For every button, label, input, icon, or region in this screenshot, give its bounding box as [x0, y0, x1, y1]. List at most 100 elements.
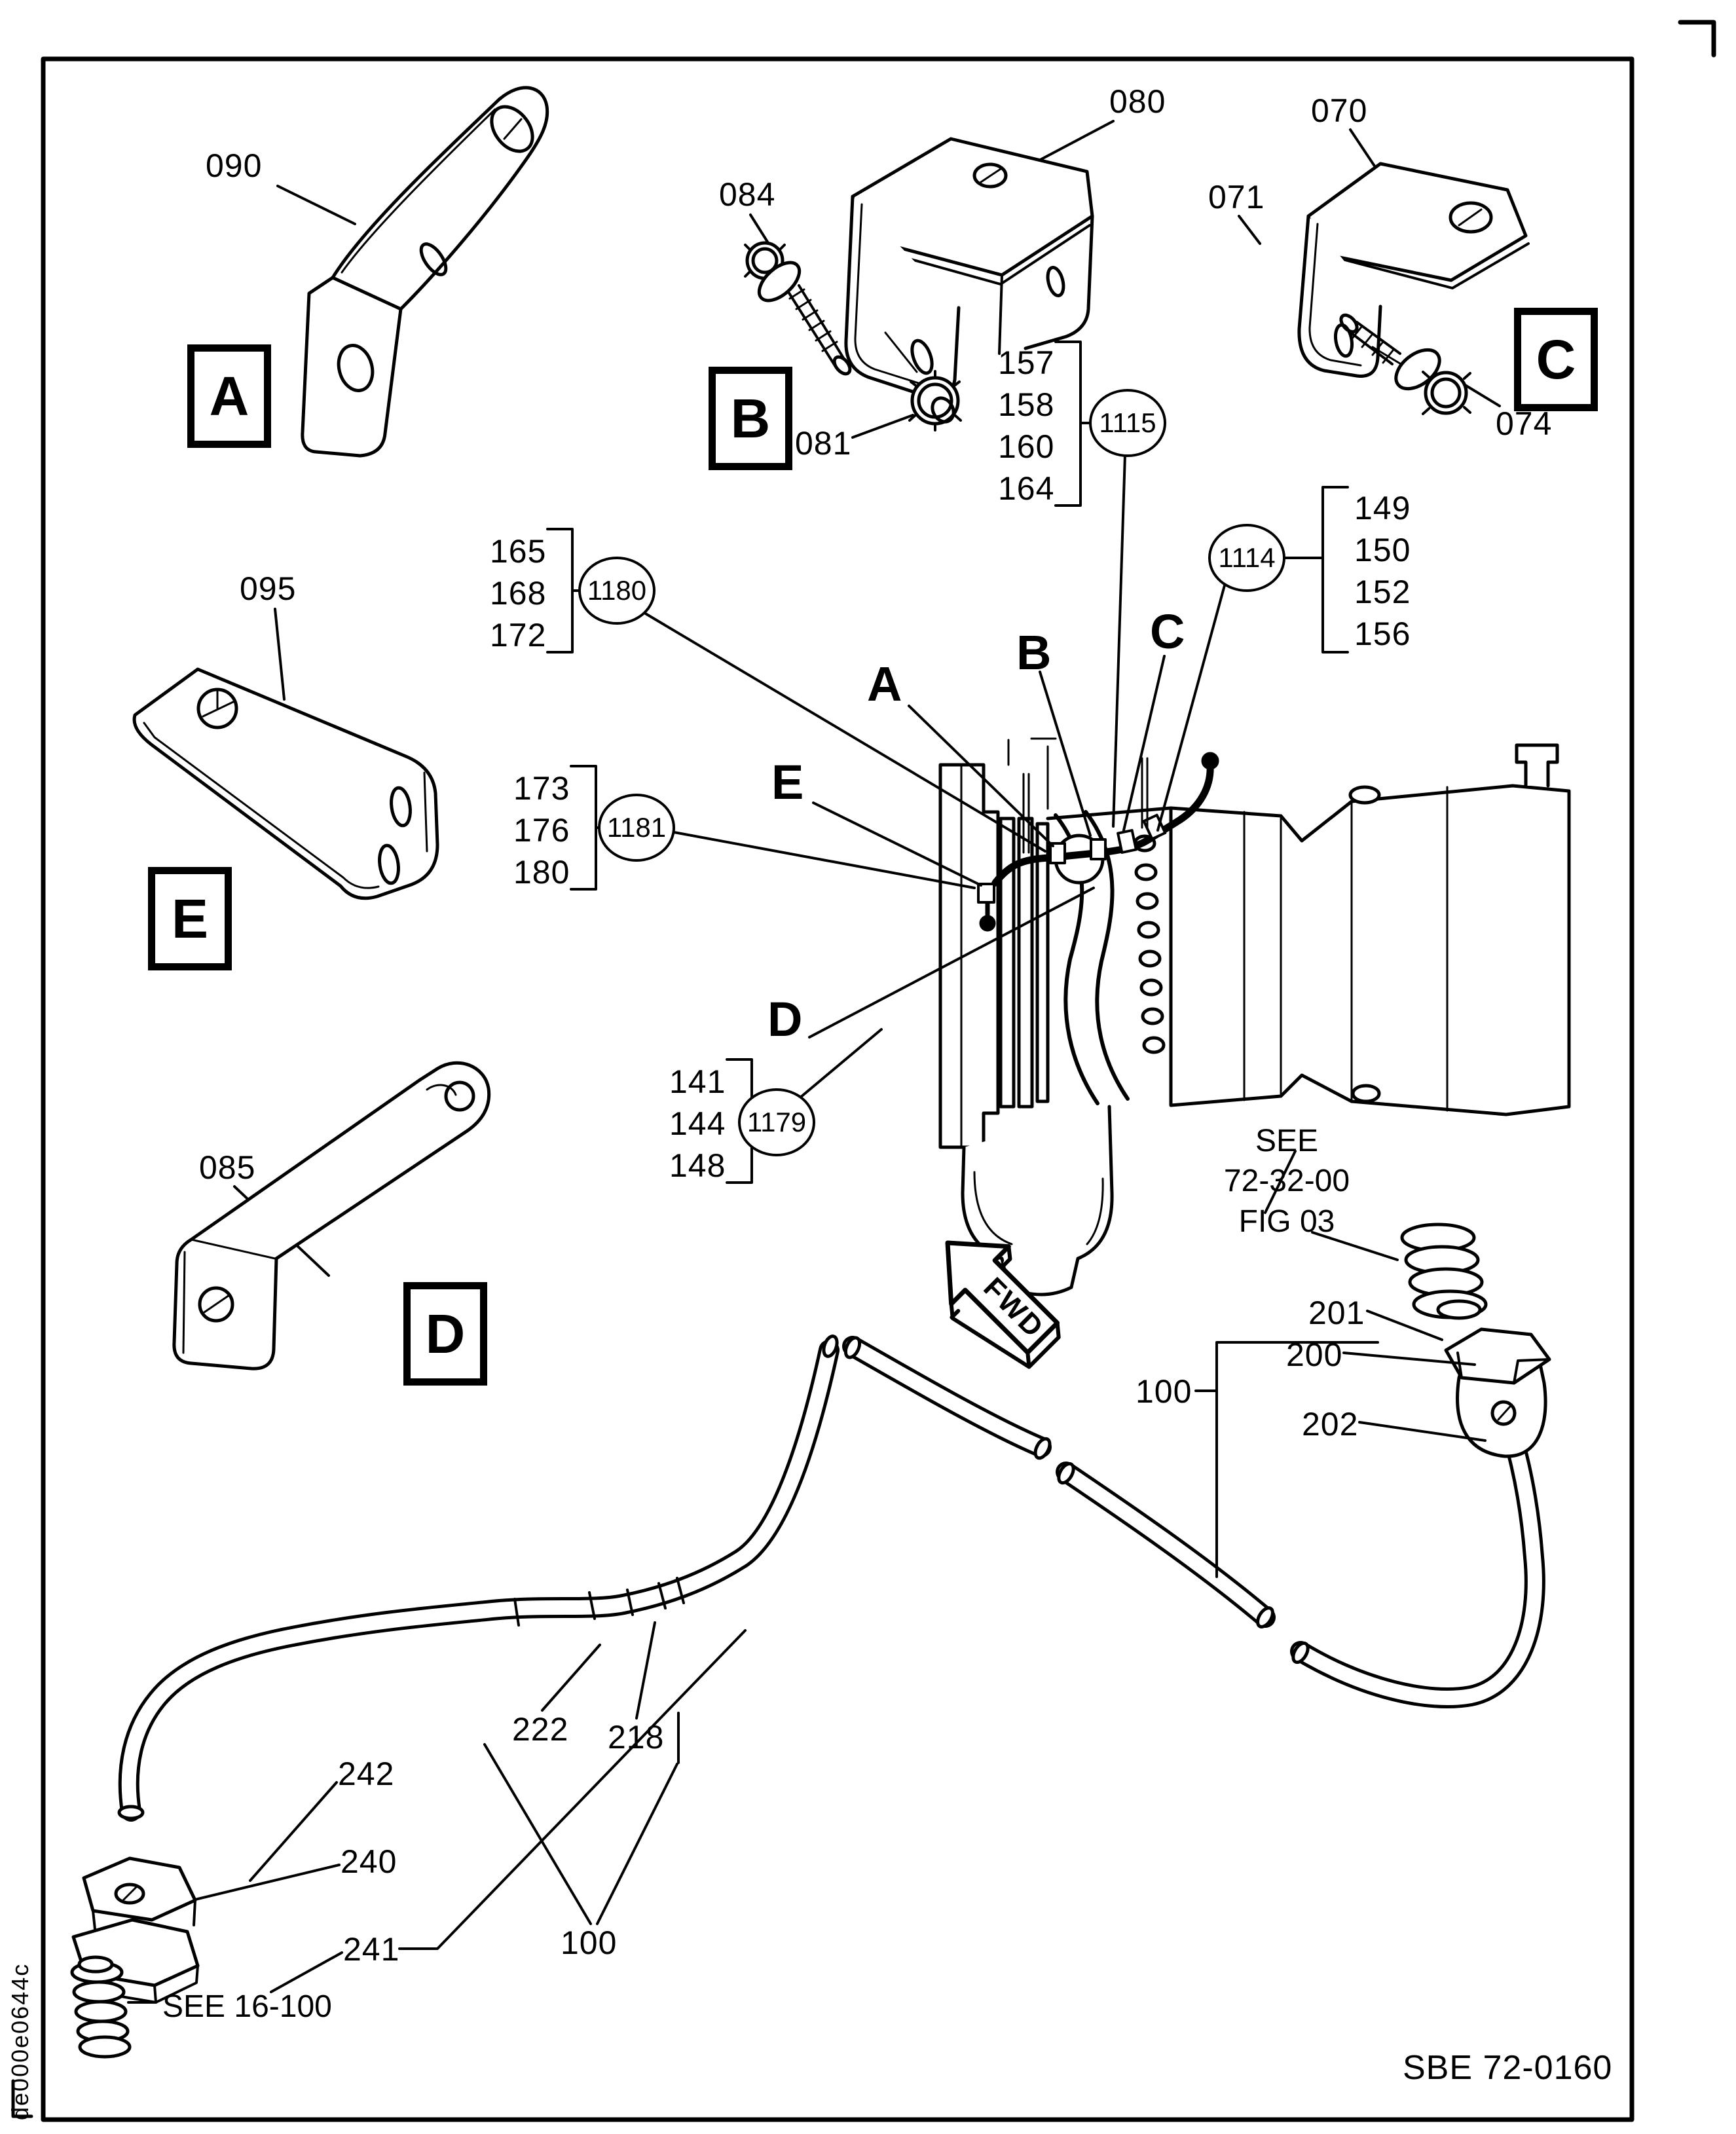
letter-leaders: [808, 655, 1166, 1039]
ref-letter-c: C: [1150, 604, 1185, 659]
bracket-1115: [1054, 340, 1094, 507]
detail-box-e: E: [148, 867, 232, 970]
leader-1180: [643, 612, 1046, 853]
part-label-074: 074: [1496, 405, 1553, 442]
stack-item: 173: [513, 770, 570, 807]
stack-item: 144: [669, 1105, 726, 1142]
leader-241: [270, 1951, 343, 1993]
see-fig-note: SEE 72-32-00 FIG 03: [1205, 1121, 1369, 1242]
stack-item: 160: [998, 428, 1055, 465]
callout-1181: 1181: [598, 794, 675, 862]
leader-letter-d: [808, 887, 1095, 1039]
leader-100-left-leg: [483, 1743, 592, 1925]
part-label-090: 090: [206, 147, 263, 184]
detail-box-d: D: [403, 1282, 487, 1386]
leader-202: [1358, 1421, 1487, 1442]
note-linework: [127, 1150, 1487, 2004]
tube-assembly-art: [118, 1334, 1545, 1822]
part-label-242: 242: [338, 1756, 395, 1792]
leader-241-tube: [398, 1629, 747, 1950]
leader-letter-a: [908, 705, 1054, 847]
part-label-240: 240: [341, 1843, 397, 1880]
part-label-084: 084: [719, 176, 776, 213]
bracket-100-right: [1194, 1341, 1379, 1578]
stack-item: 164: [998, 470, 1055, 507]
bracket-d-art: [172, 1061, 491, 1371]
leader-1115: [1112, 453, 1126, 828]
spring-art-top: [1400, 1223, 1488, 1320]
elbow-fitting-art: [71, 1805, 200, 2004]
spring-art-bottom: [70, 1955, 132, 2059]
leader-090: [276, 185, 356, 225]
stack-item: 165: [490, 533, 547, 570]
stack-1180: 165 168 172: [490, 530, 546, 656]
leader-218: [635, 1621, 656, 1720]
leader-100-right-leg: [596, 1763, 678, 1925]
detail-box-b: B: [709, 367, 792, 470]
callout-1179: 1179: [738, 1088, 815, 1156]
stack-1179: 141 144 148: [669, 1061, 726, 1187]
stack-1115: 157 158 160 164: [998, 342, 1054, 509]
stack-item: 141: [669, 1063, 726, 1100]
leader-1179: [799, 1028, 883, 1099]
tube-seg1-outer: [118, 1340, 840, 1822]
part-label-085: 085: [199, 1149, 256, 1186]
stack-item: 172: [490, 617, 547, 653]
stack-item: 150: [1354, 532, 1411, 568]
drain-tube-cluster-art: [977, 752, 1219, 932]
ref-letter-b: B: [1016, 625, 1052, 680]
part-label-095: 095: [240, 570, 297, 607]
bracket-e-art: [132, 608, 439, 900]
leader-1114: [1156, 584, 1226, 832]
leader-letter-e: [812, 801, 982, 887]
fwd-arrow-art: [945, 1240, 1061, 1369]
see-fig-line1: SEE: [1255, 1124, 1319, 1158]
leader-1181: [669, 830, 976, 889]
leader-222: [541, 1644, 601, 1712]
see-fig-line2: 72-32-00: [1223, 1164, 1350, 1199]
part-label-222: 222: [512, 1711, 569, 1748]
tube-seg1-inner: [121, 1343, 836, 1818]
stack-item: 152: [1354, 574, 1411, 610]
see-fig-line3: FIG 03: [1238, 1204, 1335, 1239]
part-label-200: 200: [1286, 1336, 1343, 1373]
bracket-1180: [546, 528, 582, 653]
bracket-a-art: [276, 86, 549, 458]
page-border: [11, 20, 1716, 2122]
callout-1180: 1180: [578, 557, 656, 625]
ref-letter-d: D: [767, 992, 803, 1046]
bracket-1181: [570, 765, 601, 891]
part-label-241: 241: [343, 1931, 400, 1968]
part-label-218: 218: [608, 1719, 665, 1756]
detail-box-a: A: [187, 344, 271, 448]
stack-1114: 149 150 152 156: [1354, 487, 1411, 655]
leader-095: [274, 608, 286, 701]
leader-letter-c: [1122, 655, 1166, 832]
leader-letter-b: [1039, 671, 1092, 837]
ref-letter-e: E: [771, 755, 804, 809]
axis-081: [884, 331, 918, 373]
part-label-100-right: 100: [1136, 1373, 1192, 1410]
part-label-080: 080: [1109, 83, 1166, 120]
part-label-100-bottom: 100: [561, 1924, 618, 1961]
leader-see-fig-engine: [1264, 1150, 1297, 1214]
leader-081: [851, 414, 914, 439]
document-code: de000e0644c: [7, 1962, 33, 2120]
bracket-c-art: [1238, 128, 1530, 415]
bracket-1114: [1281, 486, 1349, 653]
leader-200: [1342, 1352, 1476, 1366]
union-fitting-art: [1444, 1327, 1551, 1458]
stack-item: 158: [998, 386, 1055, 423]
detail-box-c: C: [1514, 308, 1598, 411]
stack-item: 149: [1354, 490, 1411, 526]
stack-item: 157: [998, 344, 1055, 381]
leader-see-fig-spring: [1311, 1231, 1399, 1261]
stack-item: 180: [513, 854, 570, 891]
stack-item: 176: [513, 812, 570, 849]
stack-1181: 173 176 180: [513, 767, 570, 893]
leader-242: [249, 1781, 338, 1882]
stack-item: 148: [669, 1147, 726, 1184]
part-label-201: 201: [1308, 1295, 1365, 1331]
engine-art: [938, 737, 1571, 1297]
